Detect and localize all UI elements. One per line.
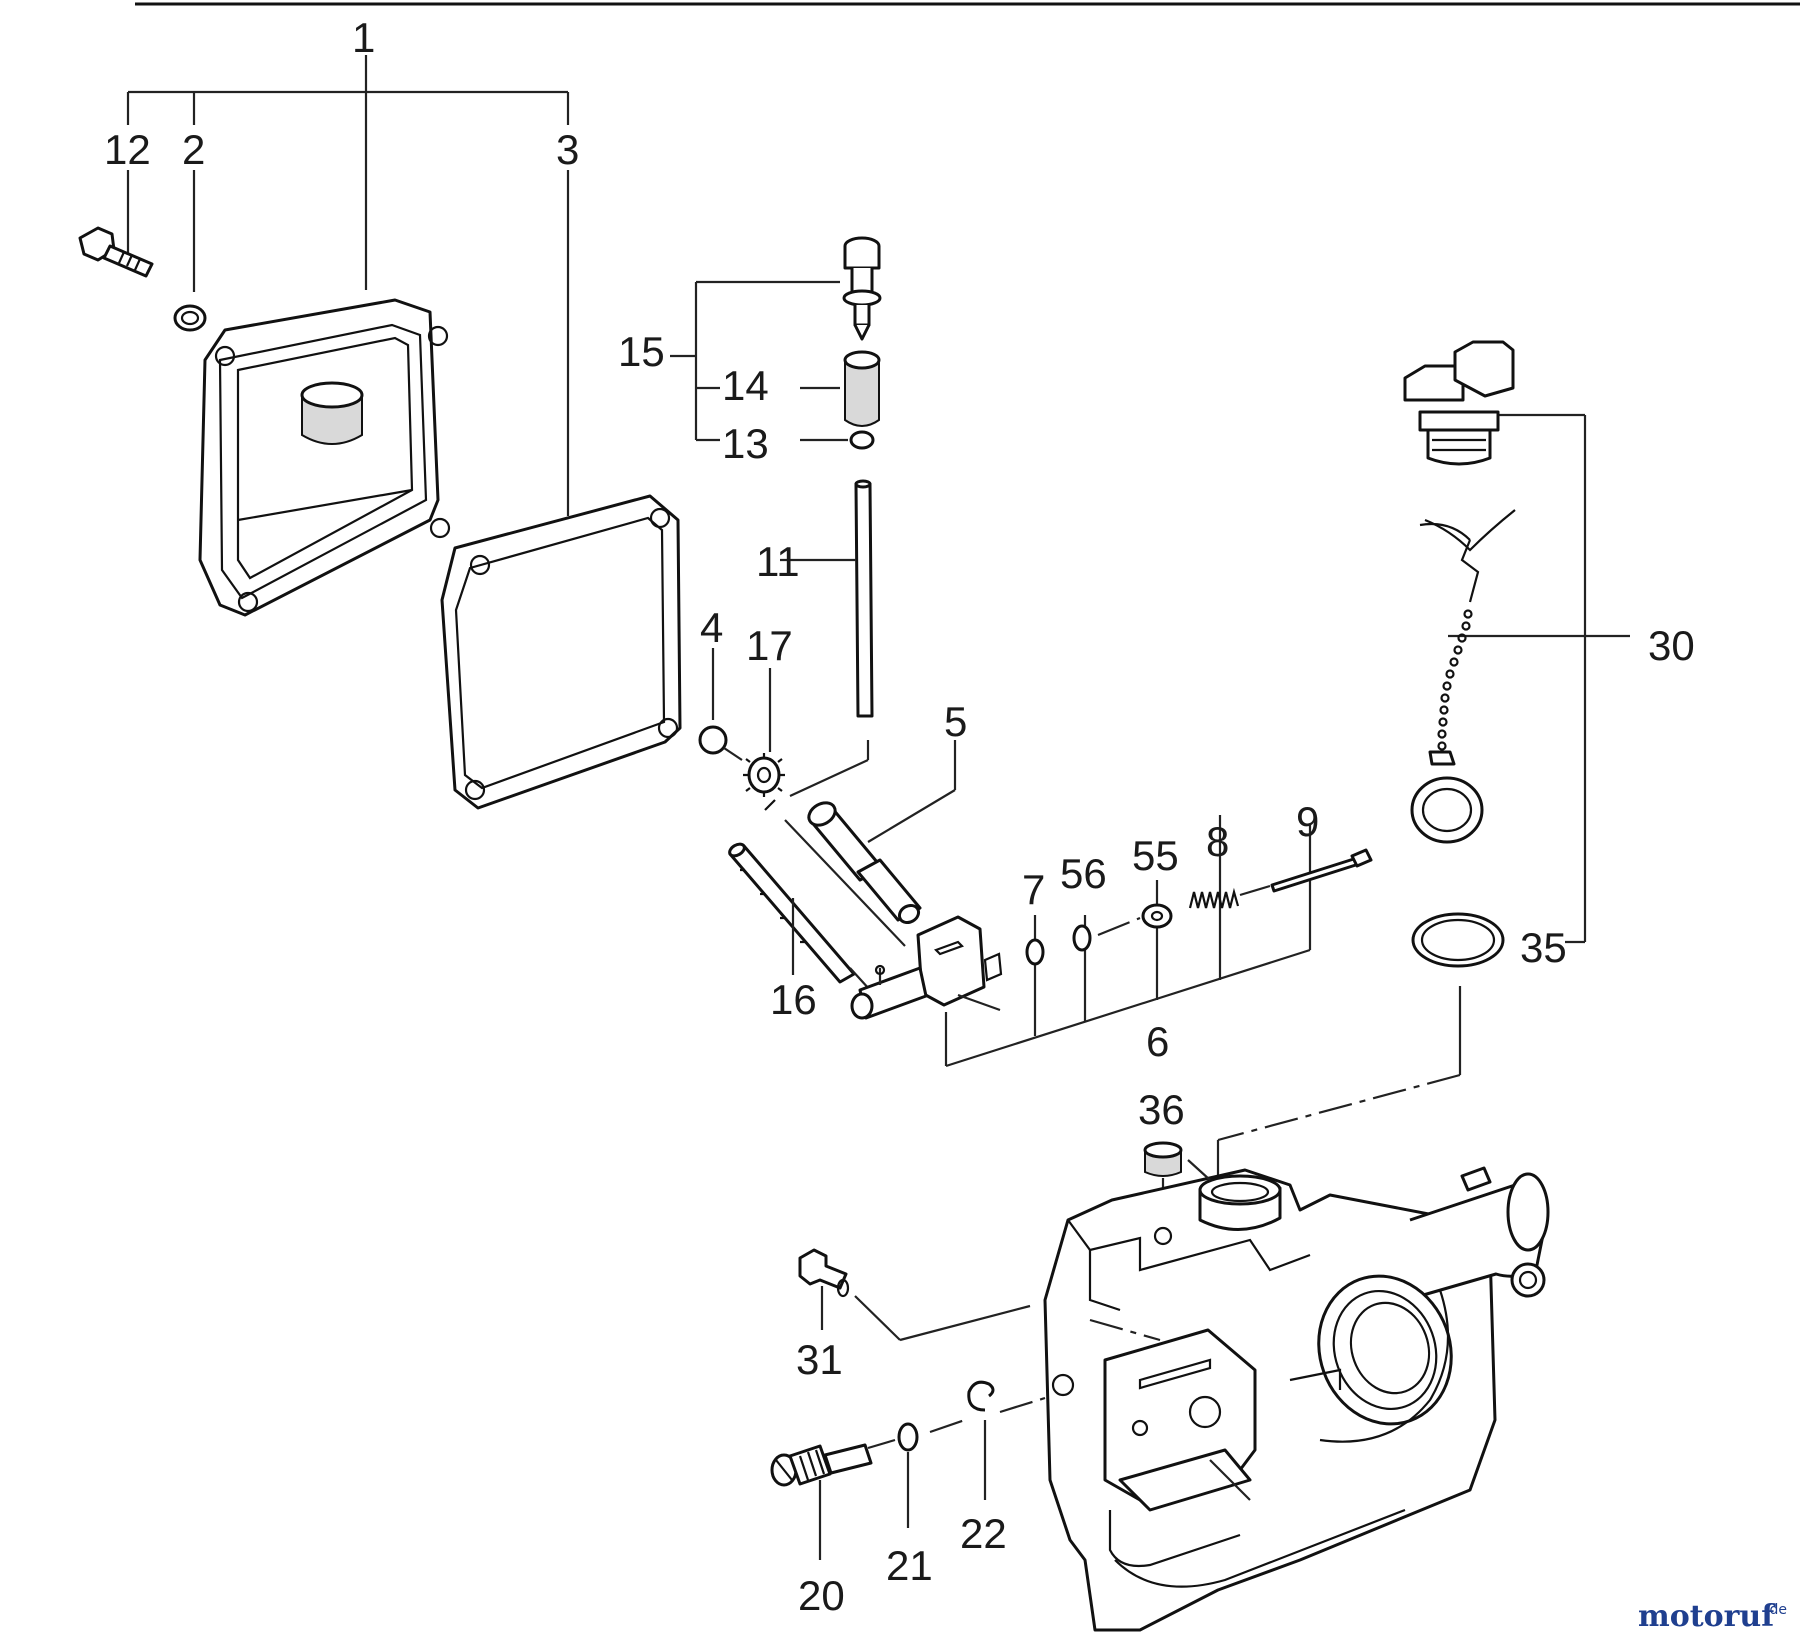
label-5: 5 [944,698,967,745]
bracket-part-30 [1448,413,1630,944]
label-13: 13 [722,420,769,467]
dash-36 [1187,1159,1211,1181]
tube-part-16 [728,842,871,991]
oil-cap-part-30 [1403,340,1515,466]
label-20: 20 [798,1572,845,1619]
logo-text: motoruf [1638,1599,1776,1634]
label-30: 30 [1648,622,1695,669]
filter-part-14 [843,350,881,427]
pin-part-9 [1239,848,1373,897]
label-1: 1 [352,14,375,61]
bracket-part-6 [944,815,1312,1068]
ring-part-13 [849,430,875,450]
plug-part-36 [1143,1141,1183,1225]
dipstick-chain-part-30 [1410,509,1516,844]
label-14: 14 [722,362,769,409]
label-31: 31 [796,1336,843,1383]
part-labels: 1 12 2 3 15 14 13 11 4 17 5 30 9 8 55 56… [104,14,1695,1619]
circlip-part-22 [967,1380,1046,1500]
label-3: 3 [556,126,579,173]
label-35: 35 [1520,924,1567,971]
bolt-part-12 [78,226,154,278]
label-22: 22 [960,1510,1007,1557]
nozzle-part-5 [764,740,957,947]
oring-part-21 [897,1418,966,1528]
bracket-part-15 [670,280,848,442]
spring-part-8 [1188,887,1240,909]
label-9: 9 [1296,798,1319,845]
label-21: 21 [886,1542,933,1589]
label-15: 15 [618,328,665,375]
filter-cap-part-15 [842,236,882,341]
fitting-part-31 [798,1248,1031,1342]
logo: motoruf .de [1638,1599,1787,1634]
pump-body-part-6 [850,915,1003,1020]
label-12: 12 [104,126,151,173]
oring-part-7 [1025,938,1045,966]
label-17: 17 [746,622,793,669]
label-2: 2 [182,126,205,173]
ball-part-4 [698,648,743,761]
pipe-part-11 [780,479,874,797]
washer-part-17 [743,668,785,797]
oring-part-35 [1216,912,1505,1180]
label-36: 36 [1138,1086,1185,1133]
label-4: 4 [700,604,723,651]
housing [1043,1166,1550,1632]
label-6: 6 [1146,1018,1169,1065]
label-16: 16 [770,976,817,1023]
bracket-part-1 [126,55,570,516]
label-8: 8 [1206,818,1229,865]
label-11: 11 [756,538,800,585]
washer-part-55 [1141,903,1173,929]
label-55: 55 [1132,832,1179,879]
logo-suffix: .de [1765,1602,1787,1618]
label-56: 56 [1060,850,1107,897]
screw-part-20 [770,1438,896,1560]
washer-part-2 [173,304,207,332]
label-7: 7 [1022,866,1045,913]
cover-part-1 [198,298,451,617]
oring-part-56 [1072,916,1141,952]
gasket-part-3 [440,494,682,810]
